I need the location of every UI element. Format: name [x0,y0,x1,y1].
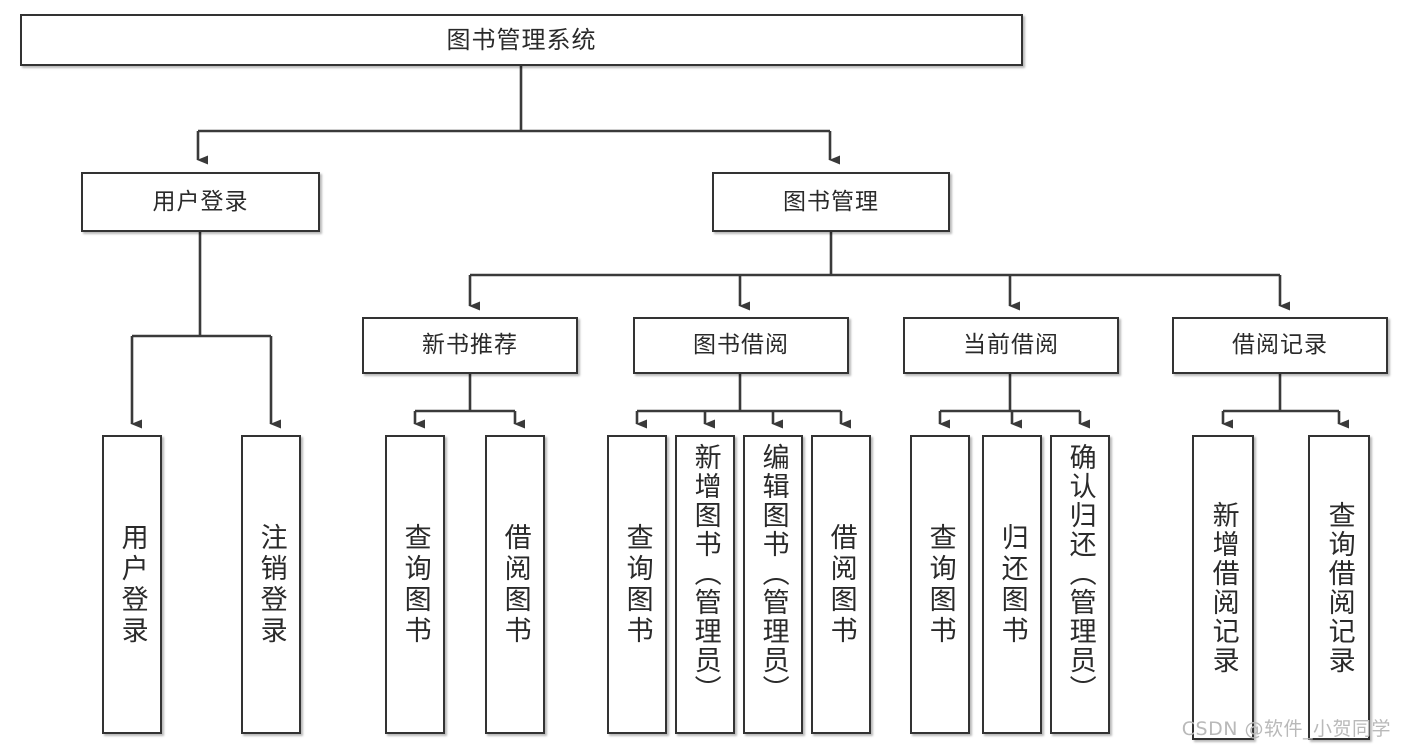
node-leaf-confirm-return[interactable]: 确认归还（管理员） [1050,435,1110,734]
node-leaf-add-book-label: 新增图书（管理员） [689,443,721,704]
node-new-book-recommend[interactable]: 新书推荐 [362,317,578,374]
node-leaf-query-book-3-label: 查询图书 [924,522,956,647]
node-borrow-record[interactable]: 借阅记录 [1172,317,1388,374]
node-root[interactable]: 图书管理系统 [20,14,1023,66]
node-current-borrow-label: 当前借阅 [963,332,1059,359]
node-leaf-query-record[interactable]: 查询借阅记录 [1308,435,1370,740]
node-leaf-add-record-label: 新增借阅记录 [1207,500,1239,675]
node-leaf-query-book-2[interactable]: 查询图书 [607,435,667,734]
node-leaf-user-logout-label: 注销登录 [255,522,287,647]
node-leaf-edit-book-label: 编辑图书（管理员） [757,443,789,704]
node-book-management[interactable]: 图书管理 [712,172,950,232]
node-leaf-borrow-book-1[interactable]: 借阅图书 [485,435,545,734]
node-leaf-query-record-label: 查询借阅记录 [1323,500,1355,675]
node-borrow-record-label: 借阅记录 [1232,332,1328,359]
node-leaf-query-book-3[interactable]: 查询图书 [910,435,970,734]
node-leaf-query-book-2-label: 查询图书 [621,522,653,647]
node-leaf-query-book-1-label: 查询图书 [399,522,431,647]
node-leaf-borrow-book-1-label: 借阅图书 [499,522,531,647]
node-user-login-label: 用户登录 [152,188,249,215]
node-leaf-user-login[interactable]: 用户登录 [102,435,162,734]
node-leaf-add-book[interactable]: 新增图书（管理员） [675,435,735,734]
node-leaf-query-book-1[interactable]: 查询图书 [385,435,445,734]
node-book-borrow[interactable]: 图书借阅 [633,317,849,374]
node-leaf-return-book[interactable]: 归还图书 [982,435,1042,734]
node-leaf-edit-book[interactable]: 编辑图书（管理员） [743,435,803,734]
node-book-management-label: 图书管理 [783,188,879,215]
node-new-book-recommend-label: 新书推荐 [422,332,518,359]
node-leaf-user-login-label: 用户登录 [116,522,148,647]
node-leaf-borrow-book-2-label: 借阅图书 [825,522,857,647]
node-current-borrow[interactable]: 当前借阅 [903,317,1119,374]
node-leaf-confirm-return-label: 确认归还（管理员） [1064,443,1096,704]
node-leaf-user-logout[interactable]: 注销登录 [241,435,301,734]
node-user-login[interactable]: 用户登录 [81,172,320,232]
watermark: CSDN @软件_小贺同学 [1181,718,1391,740]
node-leaf-add-record[interactable]: 新增借阅记录 [1192,435,1254,740]
node-root-label: 图书管理系统 [446,26,597,54]
node-book-borrow-label: 图书借阅 [693,332,789,359]
node-leaf-return-book-label: 归还图书 [996,522,1028,647]
node-leaf-borrow-book-2[interactable]: 借阅图书 [811,435,871,734]
